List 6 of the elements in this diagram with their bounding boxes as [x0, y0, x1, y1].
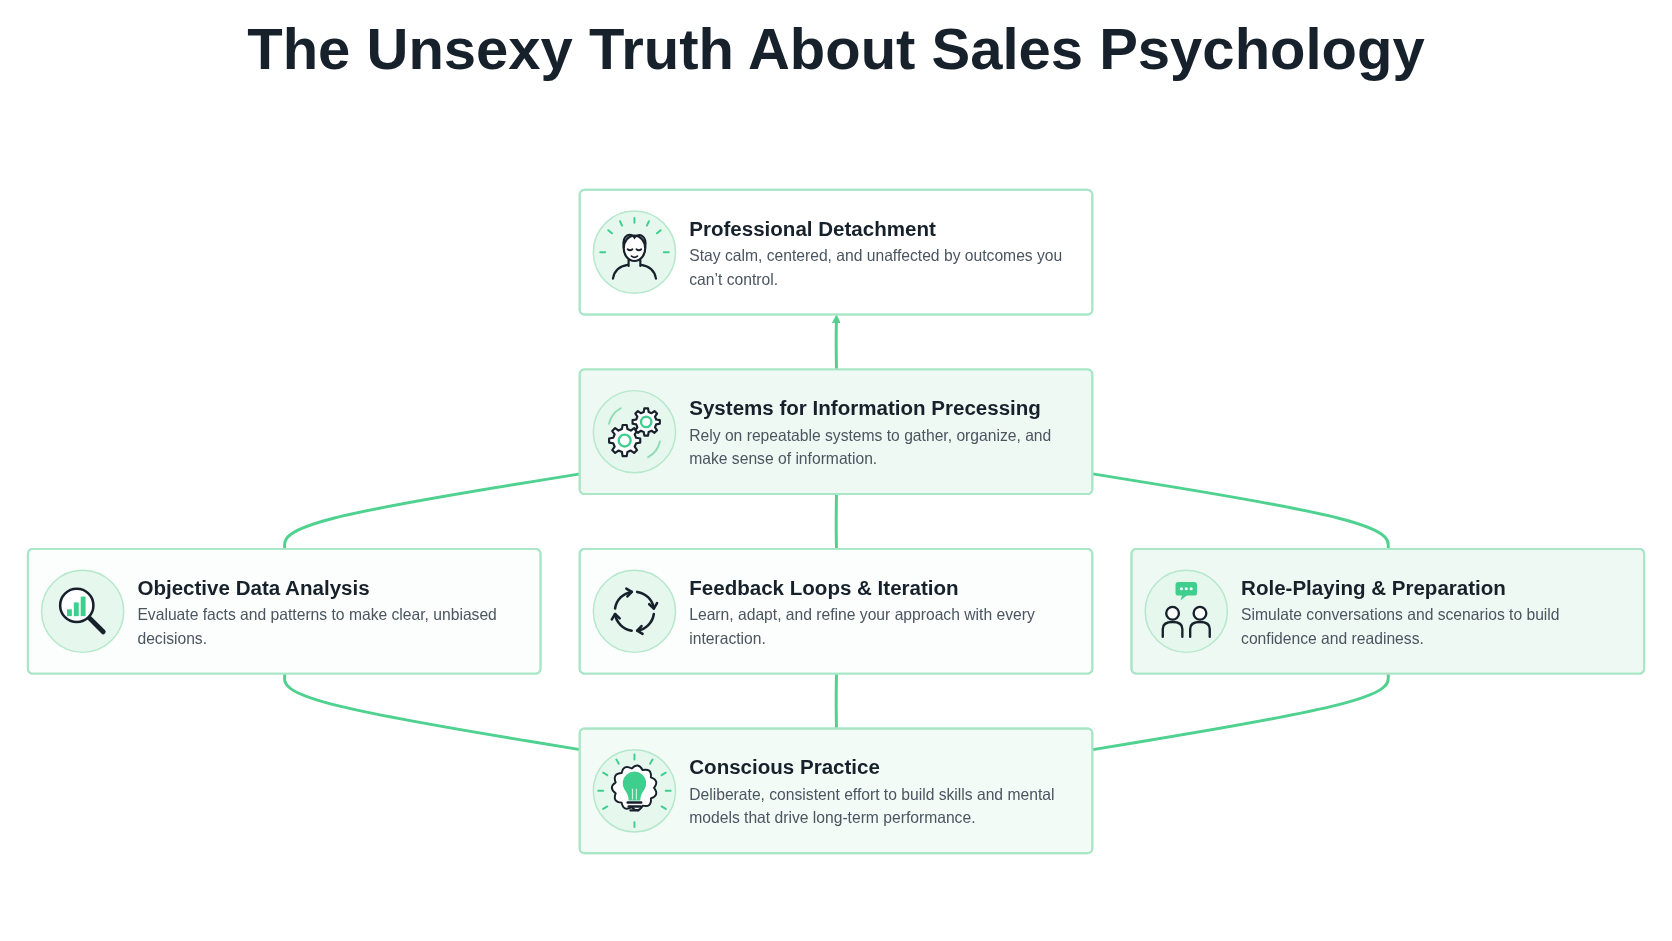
connector — [1092, 673, 1390, 751]
arrow — [832, 314, 841, 370]
connector — [834, 494, 838, 549]
connector — [1092, 471, 1390, 549]
title-heading: The Unsexy Truth About Sales Psychology — [246, 15, 1426, 83]
connector — [834, 673, 838, 729]
